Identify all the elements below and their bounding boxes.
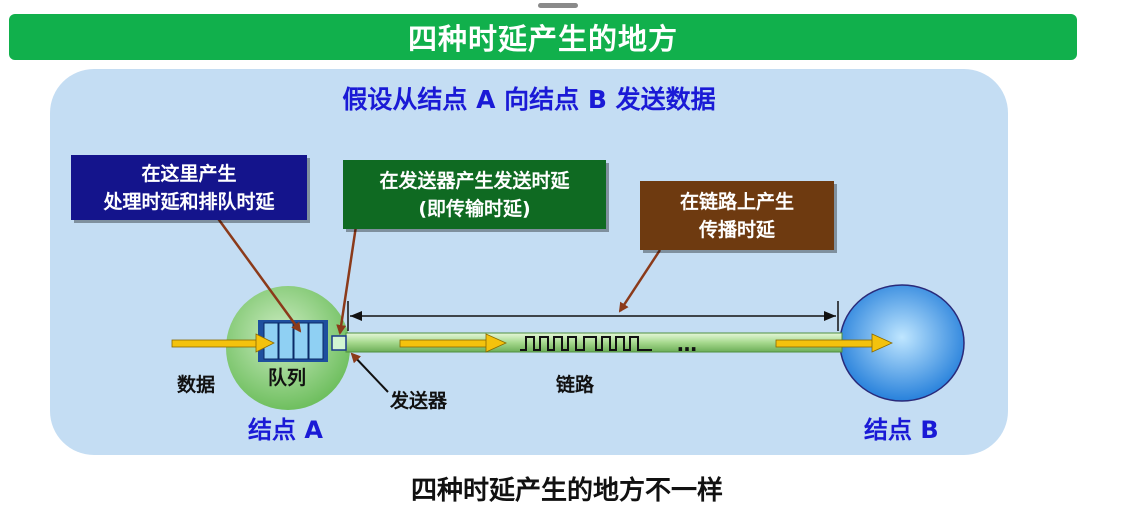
- title-bar: 四种时延产生的地方: [9, 14, 1077, 60]
- transmitter-icon: [331, 335, 347, 351]
- node-b-label: 结点 B: [864, 416, 939, 444]
- signal-pulses: [520, 336, 652, 351]
- pointer-transmitter-label: [350, 352, 389, 393]
- bottom-caption: 四种时延产生的地方不一样: [410, 476, 723, 506]
- node-a-label: 结点 A: [248, 416, 323, 444]
- callout-transmission-line2: (即传输时延): [418, 197, 531, 220]
- pointer-transmission: [336, 225, 358, 335]
- queue-label: 队列: [268, 367, 307, 389]
- diagram-subtitle: 假设从结点 A 向结点 B 发送数据: [342, 85, 716, 114]
- callout-processing-line2: 处理时延和排队时延: [103, 190, 275, 213]
- link-label: 链路: [556, 374, 595, 396]
- callout-transmission-line1: 在发送器产生发送时延: [379, 169, 570, 192]
- callout-propagation-line1: 在链路上产生: [679, 190, 794, 213]
- transmitter-label: 发送器: [390, 390, 448, 412]
- pulse-ellipsis: …: [677, 332, 697, 356]
- data-label: 数据: [177, 374, 216, 396]
- diagram-panel: [50, 69, 1008, 455]
- data-arrow-out: [775, 333, 893, 353]
- page-title: 四种时延产生的地方: [407, 22, 678, 56]
- link-span-marker: [347, 301, 839, 331]
- callout-processing-delay: 在这里产生 处理时延和排队时延: [71, 155, 307, 220]
- pointer-propagation: [618, 249, 662, 313]
- callout-processing-line1: 在这里产生: [141, 162, 237, 185]
- callout-propagation-delay: 在链路上产生 传播时延: [640, 181, 834, 250]
- data-arrow-in: [171, 333, 275, 353]
- callout-transmission-delay: 在发送器产生发送时延 (即传输时延): [343, 160, 606, 229]
- callout-propagation-line2: 传播时延: [698, 218, 775, 241]
- top-decoration: [538, 3, 578, 8]
- pointer-processing: [212, 212, 302, 333]
- data-arrow-link: [399, 333, 507, 353]
